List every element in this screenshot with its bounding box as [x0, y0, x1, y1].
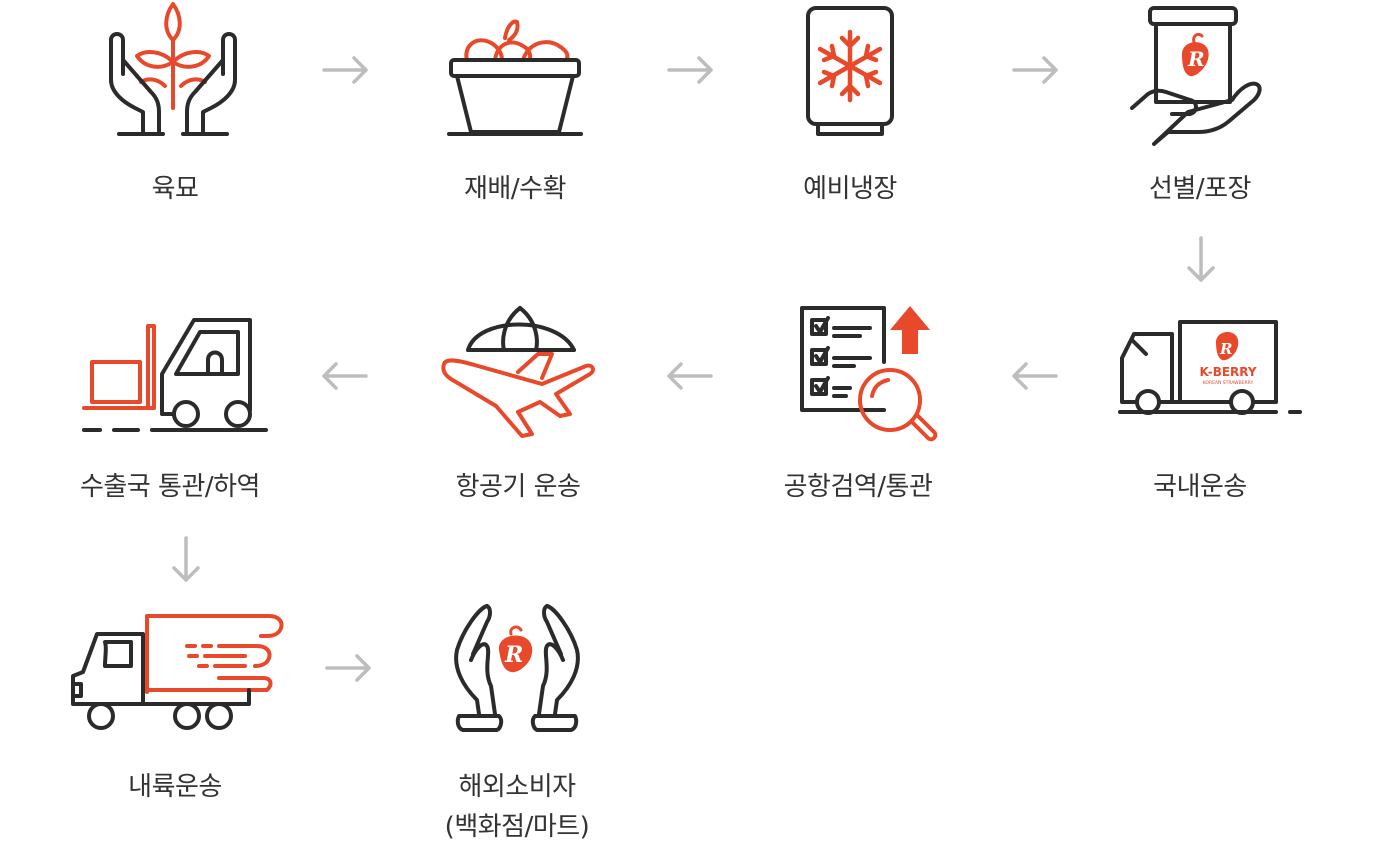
brand-name: K-BERRY [1199, 365, 1256, 379]
refrigerator-icon [804, 4, 896, 138]
fast-truck-icon [69, 612, 287, 738]
upload-arrow-icon [890, 306, 930, 354]
hands-seedling-icon [103, 0, 243, 140]
brand-mark: R [1219, 340, 1232, 358]
step-label: 공항검역/통관 [783, 472, 933, 502]
arrow-left-icon [1012, 353, 1058, 399]
arrow-left-icon [667, 353, 713, 399]
snowflake-icon [817, 29, 883, 103]
arrow-down-icon [163, 536, 209, 582]
truck-icon: R K-BERRY KOREAN STRAWBERRY [1118, 318, 1304, 418]
arrow-left-icon [322, 353, 368, 399]
strawberry-logo-icon: R [1216, 331, 1239, 361]
strawberry-logo-icon: R [498, 625, 533, 673]
step-label: 예비냉장 [803, 174, 897, 204]
step-label: 육묘 [151, 174, 199, 204]
strawberry-logo-icon: R [1182, 32, 1209, 77]
step-label: 해외소비자 [458, 772, 576, 802]
hand-package-icon: R [1128, 4, 1268, 150]
brand-subtitle: KOREAN STRAWBERRY [1203, 380, 1254, 386]
brand-mark: R [1187, 47, 1205, 71]
step-label-secondary: (백화점/마트) [444, 812, 590, 842]
arrow-right-icon [325, 645, 371, 691]
arrow-right-icon [1012, 47, 1058, 93]
forklift-icon [82, 314, 272, 438]
step-label: 내륙운송 [128, 772, 222, 802]
checklist-search-icon [798, 304, 942, 448]
arrow-down-icon [1178, 236, 1224, 282]
step-label: 수출국 통관/하역 [80, 472, 260, 502]
step-label: 선별/포장 [1149, 174, 1251, 204]
step-label: 국내운송 [1153, 472, 1247, 502]
arrow-right-icon [667, 47, 713, 93]
step-label: 항공기 운송 [455, 472, 581, 502]
hands-strawberry-icon: R [451, 600, 583, 736]
basket-icon [445, 14, 585, 138]
brand-mark: R [504, 642, 523, 668]
airplane-globe-icon [438, 302, 598, 442]
arrow-right-icon [322, 47, 368, 93]
step-label: 재배/수확 [464, 174, 566, 204]
